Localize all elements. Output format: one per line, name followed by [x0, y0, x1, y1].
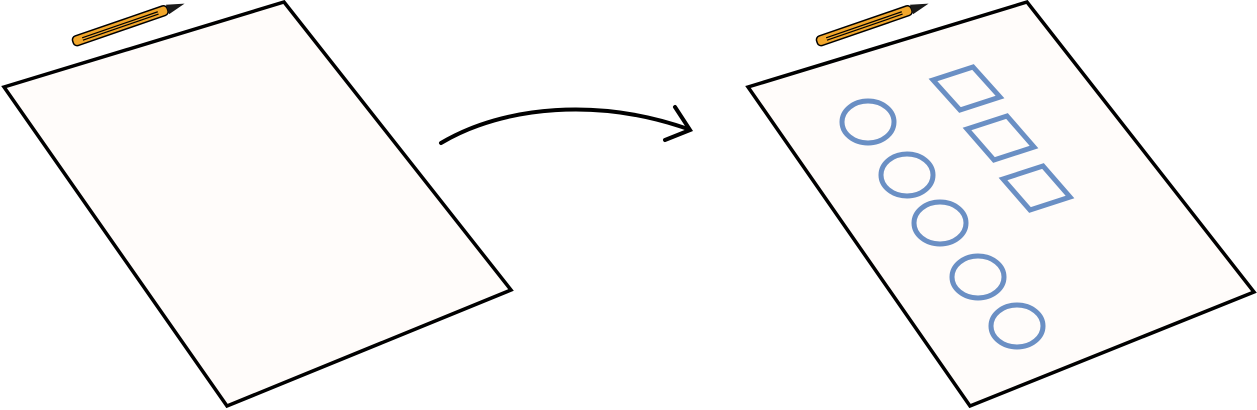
- square-shape: [962, 113, 1039, 163]
- circle-shape: [988, 302, 1046, 350]
- circle-shape: [949, 253, 1007, 301]
- circle-shape: [878, 151, 936, 199]
- square-shape: [928, 64, 1005, 113]
- circle-shape: [911, 199, 969, 247]
- blank-sheet: [1, 0, 514, 409]
- filled-sheet-panel: [745, 0, 1257, 409]
- curved-arrow-icon: [439, 105, 694, 145]
- pencil-icon: [815, 3, 929, 47]
- pencil-icon: [71, 3, 185, 47]
- circle-shape: [839, 98, 897, 146]
- blank-sheet-panel: [1, 0, 514, 409]
- square-shape: [998, 163, 1075, 213]
